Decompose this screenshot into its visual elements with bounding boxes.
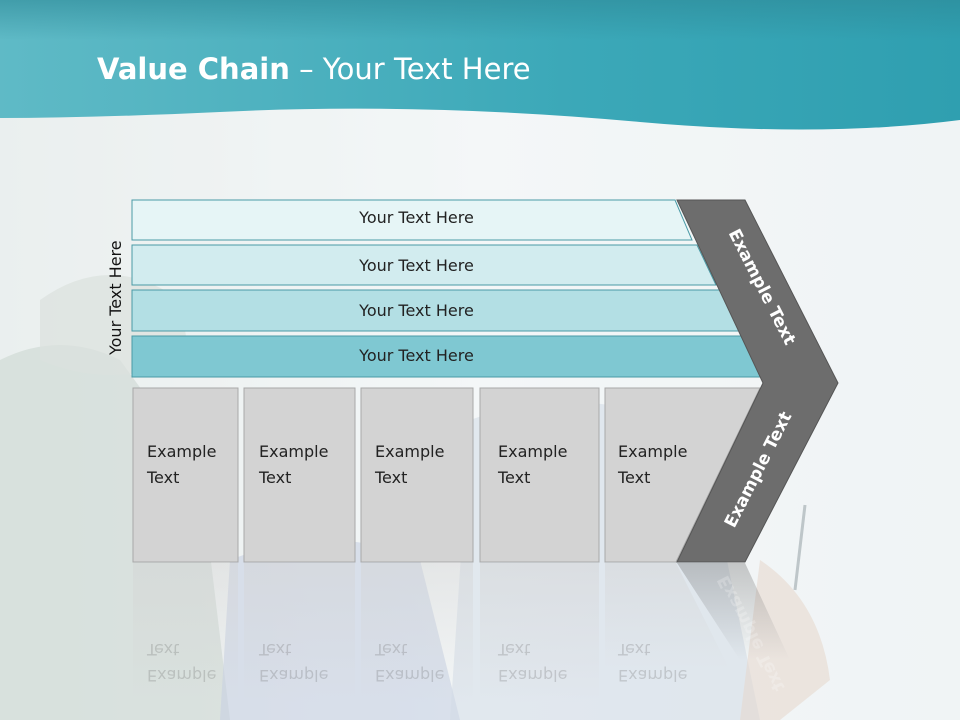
title-rest: – Your Text Here <box>289 52 531 86</box>
example-box-2 <box>243 387 356 563</box>
bar-label-3: Your Text Here <box>359 301 474 320</box>
bar-label-4: Your Text Here <box>359 346 474 365</box>
arrow-reflection <box>677 563 790 660</box>
title-bold: Value Chain <box>97 52 290 86</box>
box-reflection-3 <box>361 563 473 703</box>
box-reflection-label-1: Example Text <box>147 640 217 685</box>
value-bar-2 <box>131 244 717 286</box>
box-reflection-2 <box>244 563 355 703</box>
example-box-4 <box>479 387 600 563</box>
value-bar-1 <box>131 199 693 241</box>
box-label-5: Example Text <box>618 442 688 487</box>
box-reflection-label-3: Example Text <box>375 640 445 685</box>
bar-label-2: Your Text Here <box>359 256 474 275</box>
page-title: Value Chain – Your Text Here <box>97 52 531 86</box>
box-label-2: Example Text <box>259 442 329 487</box>
example-box-1 <box>132 387 239 563</box>
box-label-1: Example Text <box>147 442 217 487</box>
box-reflection-label-2: Example Text <box>259 640 329 685</box>
chevron-arrow <box>676 199 839 563</box>
box-label-3: Example Text <box>375 442 445 487</box>
box-reflection-1 <box>133 563 238 703</box>
box-label-4: Example Text <box>498 442 568 487</box>
box-reflection-label-5: Example Text <box>618 640 688 685</box>
header-banner <box>0 0 960 130</box>
box-reflection-5 <box>605 563 730 670</box>
example-box-5 <box>604 387 761 563</box>
example-box-3 <box>360 387 474 563</box>
box-reflection-4 <box>480 563 599 703</box>
bar-label-1: Your Text Here <box>359 208 474 227</box>
box-reflection-label-4: Example Text <box>498 640 568 685</box>
